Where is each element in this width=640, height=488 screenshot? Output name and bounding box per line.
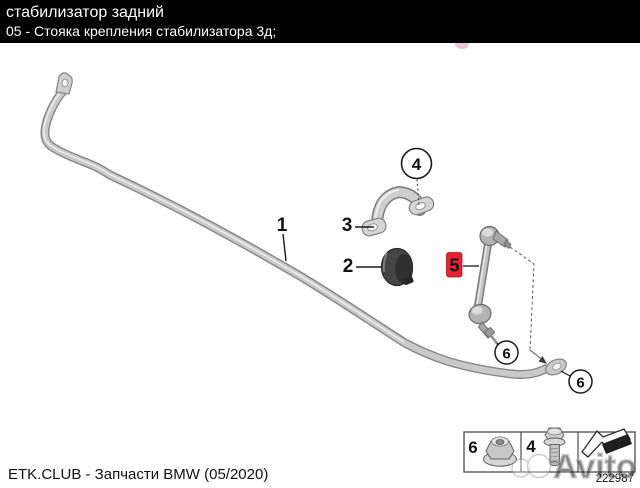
title-bar: стабилизатор задний 05 - Стояка креплени… <box>0 0 640 43</box>
legend-nut-ref[interactable]: 6 <box>468 438 477 457</box>
avito-watermark: Avito <box>511 447 637 487</box>
page-subtitle: 05 - Стояка крепления стабилизатора 3д; <box>6 23 277 39</box>
watermark-text: Avito <box>553 448 637 486</box>
stabilizer-link-drawing <box>468 225 512 345</box>
flange-nut-icon <box>483 436 517 467</box>
callout-6-lower-label[interactable]: 6 <box>576 375 584 392</box>
direction-of-travel-arrow-icon <box>581 428 632 458</box>
legend-cell-direction[interactable] <box>581 428 632 458</box>
callout-1[interactable]: 1 <box>277 215 288 262</box>
legend-cell-nut[interactable]: 6 <box>468 436 517 467</box>
callout-2[interactable]: 2 <box>343 256 381 277</box>
hex-bolt-icon <box>543 427 566 467</box>
callout-1-label[interactable]: 1 <box>277 215 288 236</box>
callout-6-upper[interactable]: 6 <box>494 340 519 365</box>
footer-caption: ETK.CLUB - Запчасти BMW (05/2020) <box>8 466 269 483</box>
fasteners-legend-table: 6 4 <box>463 427 636 473</box>
callout-5-highlighted[interactable]: 5 <box>446 252 480 278</box>
assembly-dashed-line <box>509 246 547 364</box>
highlight-box[interactable] <box>446 252 463 278</box>
legend-cell-screw[interactable]: 4 <box>526 427 566 467</box>
callout-3[interactable]: 3 <box>342 215 374 236</box>
callout-5-label[interactable]: 5 <box>449 256 459 276</box>
callout-6-upper-label[interactable]: 6 <box>502 346 510 363</box>
stabilizer-bracket-drawing <box>361 185 435 237</box>
rubber-mount-drawing <box>380 247 414 287</box>
callout-6-lower[interactable]: 6 <box>560 369 593 394</box>
page-title: стабилизатор задний <box>6 4 164 21</box>
sheet-number: 222987 <box>596 473 634 485</box>
legend-screw-ref[interactable]: 4 <box>526 437 536 456</box>
callout-2-label[interactable]: 2 <box>343 256 354 277</box>
callout-4[interactable]: 4 <box>400 147 433 206</box>
bar-end-eyelet <box>545 358 567 376</box>
callout-4-label[interactable]: 4 <box>412 155 422 174</box>
callout-3-label[interactable]: 3 <box>342 215 353 236</box>
